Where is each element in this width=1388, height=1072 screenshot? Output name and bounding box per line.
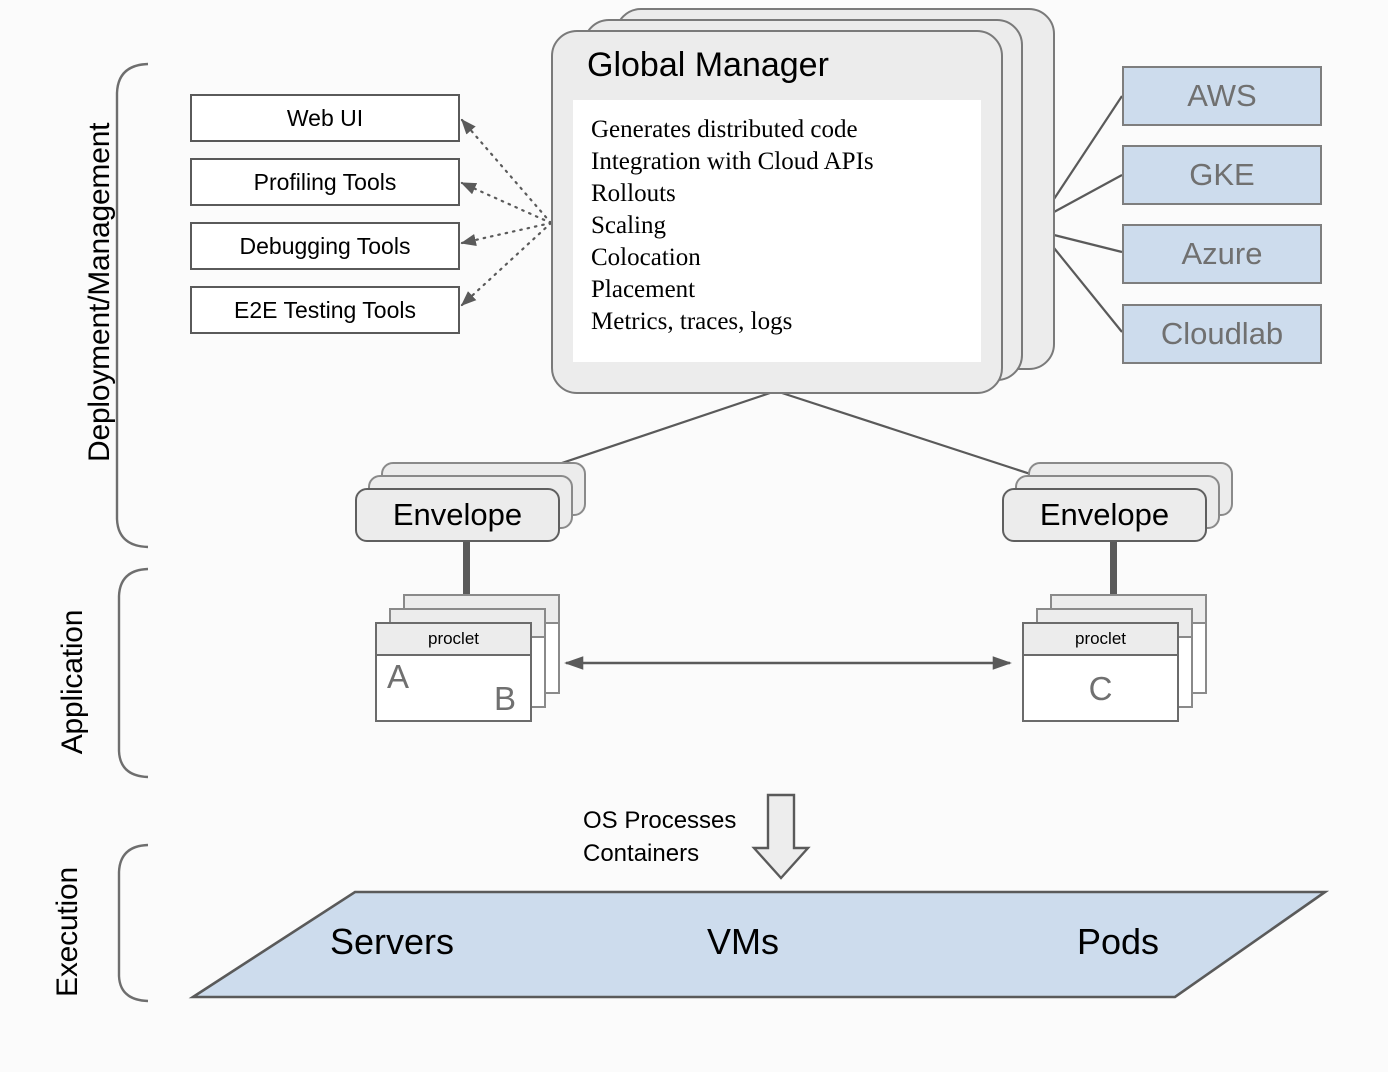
cloud-box-azure[interactable]: Azure: [1122, 224, 1322, 284]
edge-gm-debugging: [460, 221, 553, 246]
cloud-label: GKE: [1189, 157, 1255, 192]
edge-gm-webui: [460, 118, 553, 225]
bracket-execution: [117, 843, 149, 1003]
capability-item: Integration with Cloud APIs: [591, 148, 874, 175]
edge-gm-profiling: [460, 181, 553, 225]
edge-gm-azure: [1053, 233, 1123, 254]
platform-label-servers: Servers: [330, 921, 455, 962]
proclet-header: proclet: [1024, 624, 1177, 656]
proclet-left[interactable]: proclet A B: [375, 622, 532, 722]
platform-label-vms: VMs: [707, 921, 779, 962]
edge-gm-gke: [1053, 174, 1123, 213]
global-manager-capabilities: Generates distributed code Integration w…: [573, 100, 981, 362]
tool-label: Profiling Tools: [253, 168, 397, 195]
cloud-box-cloudlab[interactable]: Cloudlab: [1122, 304, 1322, 364]
proclet-letter-a: A: [387, 658, 410, 695]
gm-to-tools-edges: [460, 118, 553, 307]
tool-box-web-ui[interactable]: Web UI: [190, 94, 460, 142]
cloud-box-aws[interactable]: AWS: [1122, 66, 1322, 126]
global-manager-card[interactable]: Global Manager Generates distributed cod…: [551, 30, 1003, 394]
edge-gm-cloudlab: [1053, 247, 1123, 333]
cloud-label: AWS: [1187, 78, 1257, 113]
proclet-letter-c: C: [1088, 670, 1113, 707]
tool-label: Debugging Tools: [239, 232, 411, 259]
tool-label: E2E Testing Tools: [234, 296, 416, 323]
capability-item: Scaling: [591, 212, 666, 239]
proclet-body: A B: [377, 656, 530, 720]
cloud-box-gke[interactable]: GKE: [1122, 145, 1322, 205]
cloud-label: Cloudlab: [1160, 316, 1284, 351]
envelope-label: Envelope: [392, 497, 523, 532]
layer-label-execution: Execution: [51, 867, 84, 997]
envelope-right[interactable]: Envelope: [1002, 488, 1207, 542]
envelope-left[interactable]: Envelope: [355, 488, 560, 542]
tool-box-profiling-tools[interactable]: Profiling Tools: [190, 158, 460, 206]
envelope-label: Envelope: [1039, 497, 1170, 532]
envelope-left-stem: [463, 542, 470, 624]
os-processes-note-line-2: Containers: [583, 840, 700, 867]
proclet-letter-b: B: [493, 680, 516, 717]
edge-gm-aws: [1053, 95, 1123, 200]
layer-brackets: [115, 62, 149, 1003]
tool-box-e2e-testing-tools[interactable]: E2E Testing Tools: [190, 286, 460, 334]
tool-box-debugging-tools[interactable]: Debugging Tools: [190, 222, 460, 270]
layer-label-deployment: Deployment/Management: [83, 122, 116, 462]
edge-gm-e2e: [460, 221, 553, 307]
platform-label-pods: Pods: [1077, 921, 1160, 962]
layer-label-application: Application: [56, 609, 89, 755]
gm-to-clouds-edges: [1053, 95, 1123, 333]
cloud-label: Azure: [1181, 236, 1263, 271]
envelope-right-stem: [1110, 542, 1117, 624]
global-manager-title: Global Manager: [587, 46, 829, 84]
tool-label: Web UI: [286, 104, 364, 131]
down-arrow-icon: [751, 793, 811, 880]
proclet-header: proclet: [377, 624, 530, 656]
capability-item: Rollouts: [591, 180, 676, 207]
proclet-right[interactable]: proclet C: [1022, 622, 1179, 722]
bracket-deployment: [115, 62, 149, 549]
capability-item: Generates distributed code: [591, 116, 858, 143]
capability-item: Colocation: [591, 244, 701, 271]
capability-item: Metrics, traces, logs: [591, 308, 793, 335]
capability-item: Placement: [591, 276, 696, 303]
proclet-body: C: [1024, 656, 1177, 720]
bracket-application: [117, 567, 149, 779]
os-processes-note-line-1: OS Processes: [583, 807, 737, 834]
